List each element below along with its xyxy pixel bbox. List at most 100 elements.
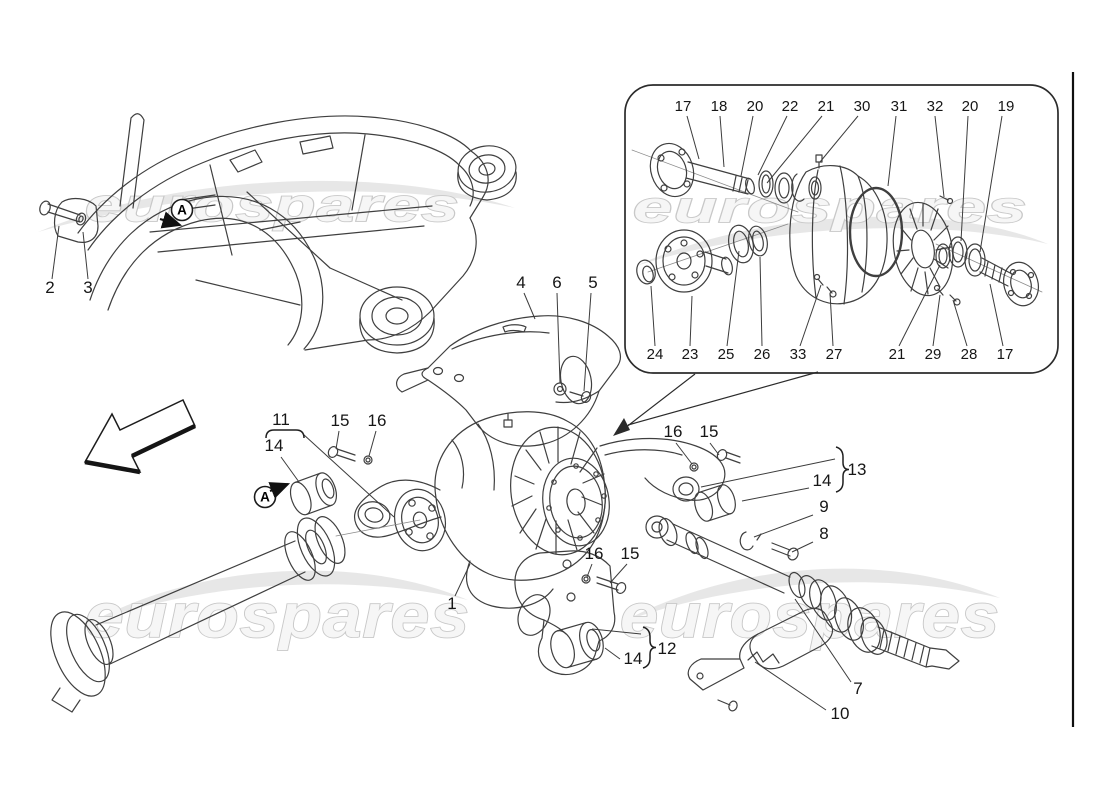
callout-9: 9 — [819, 497, 828, 516]
callout-8: 8 — [819, 524, 828, 543]
leader-line — [280, 456, 300, 483]
leader-line — [689, 295, 693, 347]
view-marker-label: A — [177, 203, 187, 218]
clip-9-and-bolt-8 — [739, 531, 799, 561]
projection-line — [627, 371, 819, 426]
watermark-bottom-left: eurospares — [84, 570, 470, 652]
watermark-text: eurospares — [85, 179, 460, 231]
leader-line — [979, 115, 1003, 253]
leader-line — [709, 442, 720, 456]
leader-line — [650, 285, 656, 347]
leader-line — [609, 563, 628, 584]
callout-31: 31 — [891, 98, 908, 115]
leader-line — [368, 430, 377, 457]
callout-20: 20 — [747, 98, 764, 115]
inset-box-border — [624, 84, 1059, 374]
callout-3: 3 — [83, 278, 92, 297]
callout-33: 33 — [790, 346, 807, 363]
inset-detail-box — [613, 84, 1059, 436]
callout-29: 29 — [925, 346, 942, 363]
callout-32: 32 — [927, 98, 944, 115]
bushing-14-bracket — [550, 621, 604, 669]
leader-line — [302, 433, 395, 518]
leader-line — [753, 514, 814, 538]
leader-line — [757, 115, 788, 176]
watermark-bottom-right: eurospares — [619, 568, 1000, 652]
view-marker-label: A — [260, 490, 270, 505]
leader-line — [932, 294, 941, 347]
right-arm — [599, 437, 726, 502]
callout-13: 13 — [848, 460, 867, 479]
callout-17: 17 — [997, 346, 1014, 363]
callout-12: 12 — [658, 639, 677, 658]
leader-line — [759, 256, 763, 347]
leader-line — [898, 264, 941, 347]
bolt-2-head — [39, 200, 51, 216]
watermark-top-right: eurospares — [632, 182, 1048, 266]
leader-line — [586, 563, 593, 578]
rear-subframe-drawing — [39, 113, 517, 354]
callout-22: 22 — [782, 98, 799, 115]
differential-housing-inset — [789, 154, 888, 305]
callout-25: 25 — [718, 346, 735, 363]
callout-19: 19 — [998, 98, 1015, 115]
marker-layer: AA — [159, 198, 850, 669]
inset-exploded-drawing — [631, 142, 1043, 307]
watermark-text: eurospares — [620, 582, 1000, 651]
watermark-swoosh — [622, 568, 1000, 622]
callout-21: 21 — [889, 346, 906, 363]
callout-21: 21 — [818, 98, 835, 115]
callout-4: 4 — [516, 273, 525, 292]
group-brace — [835, 446, 850, 493]
ribbed-cover-inset — [892, 201, 954, 297]
callout-15: 15 — [621, 544, 640, 563]
leader-line — [335, 430, 340, 450]
bushing-14-right — [694, 484, 736, 522]
callout-1: 1 — [447, 594, 456, 613]
leader-line — [556, 292, 561, 384]
output-flange-left — [649, 142, 755, 198]
callout-6: 6 — [552, 273, 561, 292]
leader-line — [675, 442, 693, 465]
guard-plate-10 — [687, 607, 834, 712]
leader-line — [934, 115, 945, 198]
pendant-bracket-12 — [514, 550, 616, 676]
leader-line — [887, 115, 897, 187]
leader-line — [799, 284, 822, 347]
callout-27: 27 — [826, 346, 843, 363]
projection-line — [624, 373, 696, 429]
callout-16: 16 — [368, 411, 387, 430]
leader-line — [740, 115, 754, 177]
callout-30: 30 — [854, 98, 871, 115]
left-arm — [354, 479, 442, 538]
leader-line — [960, 115, 969, 242]
watermark-text: eurospares — [633, 183, 1028, 232]
seal-bearing-25-26 — [728, 224, 768, 264]
leader-line — [454, 563, 471, 597]
callout-20: 20 — [962, 98, 979, 115]
leader-line — [523, 292, 536, 320]
leader-line — [754, 661, 827, 711]
input-flange-inset — [636, 229, 733, 293]
callout-14: 14 — [265, 436, 284, 455]
group-brace — [642, 626, 657, 669]
callout-16: 16 — [664, 422, 683, 441]
view-marker-arrow — [268, 482, 291, 499]
leader-line — [794, 598, 852, 683]
leader-line — [583, 292, 592, 392]
leader-line — [82, 231, 89, 280]
callout-18: 18 — [711, 98, 728, 115]
callout-14: 14 — [813, 471, 832, 490]
bolt-15-nut-16-left — [327, 446, 373, 465]
driveshaft-drawing — [50, 516, 421, 713]
seal-and-bearing-rings — [758, 170, 822, 204]
leader-line — [51, 225, 60, 280]
subframe-bushing-mount-bottom — [359, 286, 435, 354]
callout-15: 15 — [331, 411, 350, 430]
callout-7: 7 — [853, 679, 862, 698]
direction-arrow — [83, 398, 196, 475]
watermark-layer: eurospares eurospares eurospares eurospa… — [38, 178, 1048, 652]
group-bracket — [265, 429, 305, 439]
